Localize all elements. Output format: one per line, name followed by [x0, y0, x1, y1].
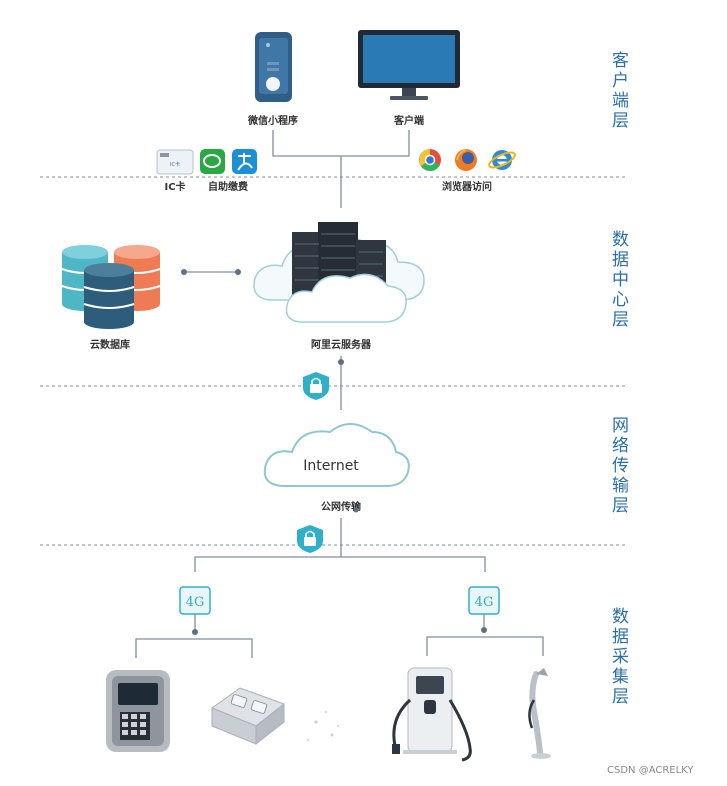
layer-label-network: 网 络 传 输 层 — [612, 416, 629, 516]
ic-card-text: IC卡 — [170, 161, 180, 168]
layer-client-c3: 层 — [612, 111, 629, 131]
layer-dc-c2: 中 — [612, 270, 629, 290]
badge-4g-left-text: 4G — [186, 595, 205, 610]
internet-label: Internet — [303, 458, 359, 474]
layer-col-c1: 据 — [612, 627, 629, 647]
ie-icon — [488, 150, 516, 170]
socket-box-device-icon — [210, 687, 286, 746]
charging-station-icon — [392, 667, 472, 762]
badge-4g-left: 4G — [179, 586, 211, 615]
label-wechat-mini: 微信小程序 — [247, 114, 298, 127]
lock-icon-lower — [297, 525, 323, 553]
layer-net-c1: 络 — [612, 436, 629, 456]
database-icon — [61, 245, 161, 329]
internet-cloud-icon — [263, 423, 410, 487]
connector-dot-server — [235, 269, 241, 275]
layer-client-c0: 客 — [612, 51, 629, 71]
cloud-front-icon — [285, 273, 407, 323]
monitor-icon — [358, 30, 460, 100]
layer-dc-c4: 层 — [612, 310, 629, 330]
chrome-icon — [419, 149, 441, 171]
layer-dc-c1: 据 — [612, 250, 629, 270]
label-cloud-db: 云数据库 — [90, 338, 130, 351]
layer-net-c3: 输 — [612, 476, 629, 496]
connector-dot-left — [192, 629, 198, 635]
layer-label-collection: 数 据 采 集 层 — [612, 607, 629, 707]
layer-dc-c3: 心 — [612, 290, 629, 310]
wechat-pay-icon — [200, 149, 225, 174]
layer-label-client: 客 户 端 层 — [612, 51, 629, 131]
layer-dc-c0: 数 — [612, 230, 629, 250]
client-connector — [272, 130, 410, 157]
connector-dot-db — [181, 269, 187, 275]
layer-col-c3: 集 — [612, 667, 629, 687]
label-browser: 浏览器访问 — [442, 180, 492, 193]
layer-col-c4: 层 — [612, 687, 629, 707]
layer-net-c4: 层 — [612, 496, 629, 516]
ic-card-icon: IC卡 — [156, 149, 194, 175]
label-client-pc: 客户端 — [393, 114, 424, 127]
connector-dot-server-bottom — [338, 359, 344, 365]
label-public-net: 公网传输 — [321, 500, 362, 513]
card-meter-device-icon — [106, 670, 170, 752]
layer-label-data-center: 数 据 中 心 层 — [612, 230, 629, 330]
database-navy — [83, 263, 135, 329]
watermark: CSDN @ACRELKY — [607, 765, 694, 776]
badge-4g-right: 4G — [468, 586, 500, 615]
badge-4g-right-text: 4G — [475, 595, 494, 610]
charging-pile-icon — [528, 668, 551, 759]
connector-dot-right — [481, 627, 487, 633]
layer-col-c2: 采 — [612, 647, 629, 667]
layer-client-c1: 户 — [612, 71, 629, 91]
right-device-branch — [426, 636, 544, 656]
label-ic-card: IC卡 — [164, 180, 185, 193]
layer-net-c0: 网 — [612, 416, 629, 436]
alipay-icon — [232, 149, 257, 174]
left-device-branch — [135, 638, 253, 658]
phone-icon — [255, 32, 292, 102]
collection-bus — [194, 556, 486, 572]
connector-dot-public — [353, 507, 359, 513]
layer-col-c0: 数 — [612, 607, 629, 627]
layer-net-c2: 传 — [612, 456, 629, 476]
splash-decoration — [307, 711, 339, 741]
lock-icon-upper — [303, 372, 329, 400]
label-aliyun-server: 阿里云服务器 — [311, 338, 372, 351]
label-self-pay: 自助缴费 — [208, 180, 248, 193]
firefox-icon — [455, 149, 477, 171]
layer-client-c2: 端 — [612, 91, 629, 111]
